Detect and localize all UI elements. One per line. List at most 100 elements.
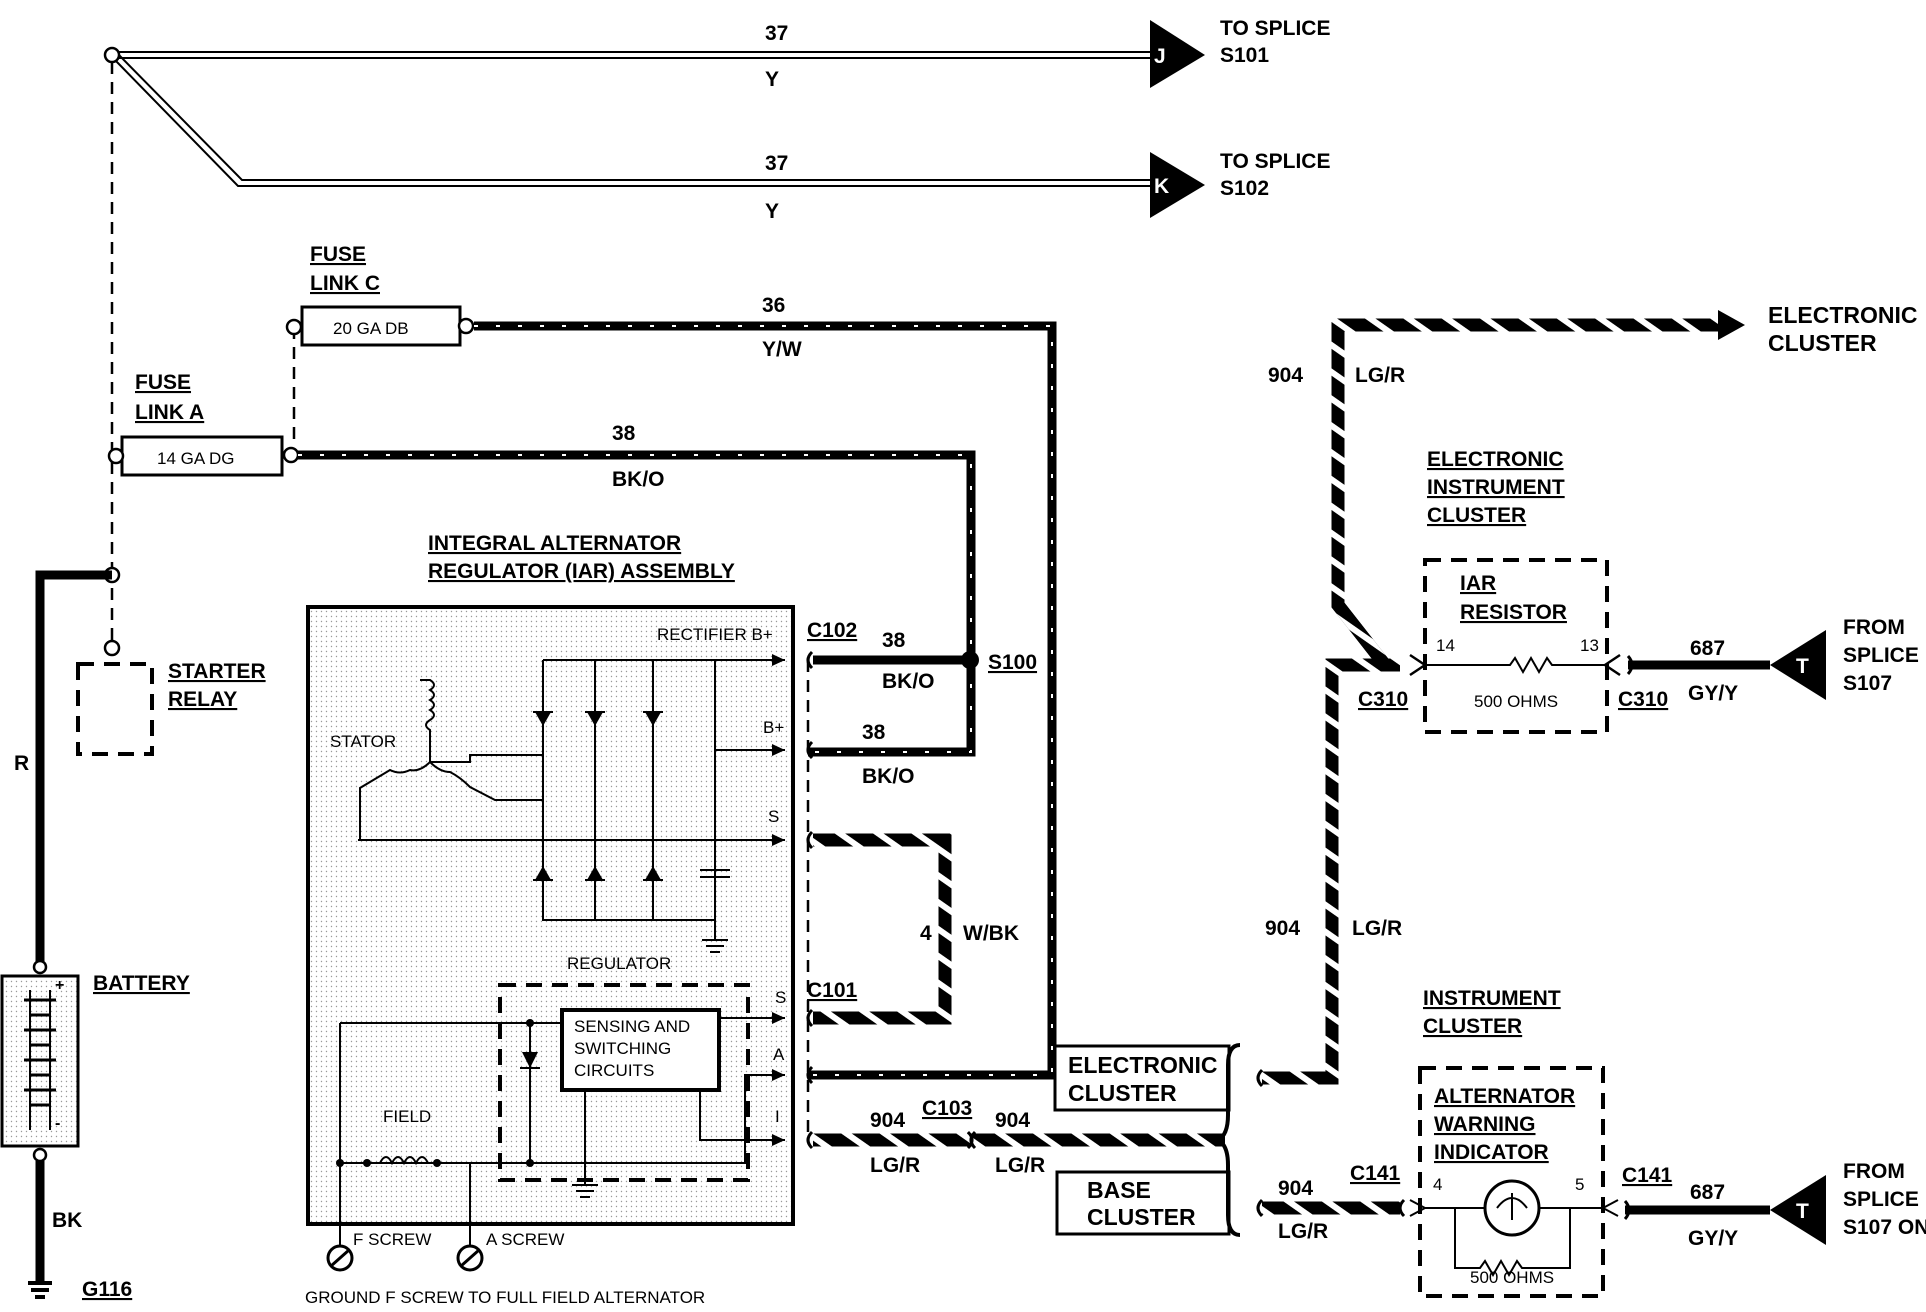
svg-text:T: T — [1796, 655, 1809, 678]
base-box-line1: BASE — [1087, 1177, 1151, 1203]
electronic-box-line2: CLUSTER — [1068, 1080, 1177, 1106]
c103-label: C103 — [922, 1097, 972, 1120]
electronic-arrow-line2: CLUSTER — [1768, 330, 1877, 356]
iar-field-label: FIELD — [383, 1107, 431, 1126]
wire-904a-color: LG/R — [870, 1154, 920, 1177]
base-box-line2: CLUSTER — [1087, 1204, 1196, 1230]
stator-coil — [420, 679, 543, 763]
wire-38c-number: 38 — [862, 721, 886, 744]
iar-rectifier-label: RECTIFIER B+ — [657, 625, 773, 644]
wire-37b-color: Y — [765, 200, 779, 223]
sensing-line3: CIRCUITS — [574, 1061, 654, 1080]
eic-pin14: 14 — [1436, 636, 1455, 655]
wire-904d-number: 904 — [1268, 364, 1303, 387]
iar-resistor-icon — [1425, 655, 1605, 675]
splice-t2-line3: S107 ON — [1843, 1216, 1926, 1239]
wire-38b-number: 38 — [882, 629, 906, 652]
ic-ind-line1: ALTERNATOR — [1434, 1085, 1575, 1108]
eic-title2: INSTRUMENT — [1427, 476, 1565, 499]
fuse-c-title2: LINK C — [310, 272, 380, 295]
starter-relay — [76, 662, 154, 756]
wire-904e-color: LG/R — [1278, 1220, 1328, 1243]
svg-text:+: + — [55, 977, 64, 994]
wire-687a-color: GY/Y — [1688, 682, 1738, 705]
svg-text:-: - — [55, 1115, 60, 1132]
splice-t1-line3: S107 — [1843, 672, 1892, 695]
iar-bplus-label: B+ — [763, 718, 784, 737]
fuse-a-title2: LINK A — [135, 401, 204, 424]
iar-a-label: A — [773, 1045, 785, 1064]
splice-k-connector: K — [1150, 152, 1205, 218]
ic-pin5: 5 — [1575, 1175, 1584, 1194]
cluster-brace — [1213, 1043, 1241, 1237]
wire-687b-color: GY/Y — [1688, 1227, 1738, 1250]
wire-r-label: R — [14, 752, 29, 775]
wire-687b-number: 687 — [1690, 1181, 1725, 1204]
splice-k-line1: TO SPLICE — [1220, 150, 1330, 173]
iar-footer-note: GROUND F SCREW TO FULL FIELD ALTERNATOR — [305, 1288, 705, 1307]
splice-s100-dot — [961, 651, 979, 669]
c141b-label: C141 — [1622, 1164, 1673, 1187]
wire-r — [35, 570, 112, 963]
iar-assembly-box — [306, 605, 795, 1226]
splice-j-line2: S101 — [1220, 44, 1269, 67]
c310a-label: C310 — [1358, 688, 1408, 711]
sensing-switching-box — [560, 1008, 721, 1092]
svg-text:J: J — [1154, 45, 1166, 68]
iar-title2: REGULATOR (IAR) ASSEMBLY — [428, 560, 735, 583]
svg-text:K: K — [1154, 175, 1169, 198]
eic-ohms: 500 OHMS — [1474, 692, 1558, 711]
ic-ohms: 500 OHMS — [1470, 1268, 1554, 1287]
ground-icon — [28, 1281, 52, 1299]
battery-label: BATTERY — [93, 972, 190, 995]
splice-t1-line1: FROM — [1843, 616, 1905, 639]
iar-s-label: S — [768, 807, 779, 826]
field-coil — [379, 1156, 429, 1166]
iar-regulator-label: REGULATOR — [567, 954, 671, 973]
splice-j-line1: TO SPLICE — [1220, 17, 1330, 40]
eic-pin13: 13 — [1580, 636, 1599, 655]
eic-res-line2: RESISTOR — [1460, 601, 1567, 624]
wire-37-to-s101 — [112, 51, 1150, 59]
wire-904b-number: 904 — [995, 1109, 1030, 1132]
wire-38b-color: BK/O — [882, 670, 935, 693]
splice-t2-line2: SPLICE — [1843, 1188, 1919, 1211]
wire-4-number: 4 — [920, 922, 932, 945]
c310b-label: C310 — [1618, 688, 1668, 711]
c101-label: C101 — [807, 979, 858, 1002]
eic-title1: ELECTRONIC — [1427, 448, 1564, 471]
splice-j-connector: J — [1150, 20, 1205, 88]
wire-38a-color: BK/O — [612, 468, 665, 491]
wire-904d-color: LG/R — [1355, 364, 1405, 387]
fuse-a-title1: FUSE — [135, 371, 191, 394]
iar-stator-label: STATOR — [330, 732, 396, 751]
starter-relay-line2: RELAY — [168, 688, 237, 711]
wire-904e-number: 904 — [1278, 1177, 1313, 1200]
f-screw-label: F SCREW — [353, 1230, 431, 1249]
sensing-line1: SENSING AND — [574, 1017, 690, 1036]
eic-title3: CLUSTER — [1427, 504, 1526, 527]
battery: + - — [0, 959, 80, 1163]
ic-title1: INSTRUMENT — [1423, 987, 1561, 1010]
wire-904c-color: LG/R — [1352, 917, 1402, 940]
svg-text:T: T — [1796, 1200, 1809, 1223]
sensing-line2: SWITCHING — [574, 1039, 671, 1058]
eic-res-line1: IAR — [1460, 572, 1496, 595]
splice-t2-line1: FROM — [1843, 1160, 1905, 1183]
iar-title1: INTEGRAL ALTERNATOR — [428, 532, 681, 555]
splice-k-line2: S102 — [1220, 177, 1269, 200]
alt-warning-box — [1418, 1066, 1605, 1298]
junction-node — [103, 46, 121, 64]
electronic-cluster-box — [1053, 1044, 1231, 1112]
ground-g116: G116 — [82, 1278, 132, 1301]
wire-37-to-s102 — [114, 53, 1150, 187]
splice-t1-line2: SPLICE — [1843, 644, 1919, 667]
splice-s100-label: S100 — [988, 651, 1037, 674]
wire-904a-number: 904 — [870, 1109, 905, 1132]
wire-4-color: W/BK — [963, 922, 1019, 945]
fuse-c-rating: 20 GA DB — [333, 319, 409, 338]
electronic-box-line1: ELECTRONIC — [1068, 1052, 1218, 1078]
ic-ind-line3: INDICATOR — [1434, 1141, 1549, 1164]
wire-37a-color: Y — [765, 68, 779, 91]
